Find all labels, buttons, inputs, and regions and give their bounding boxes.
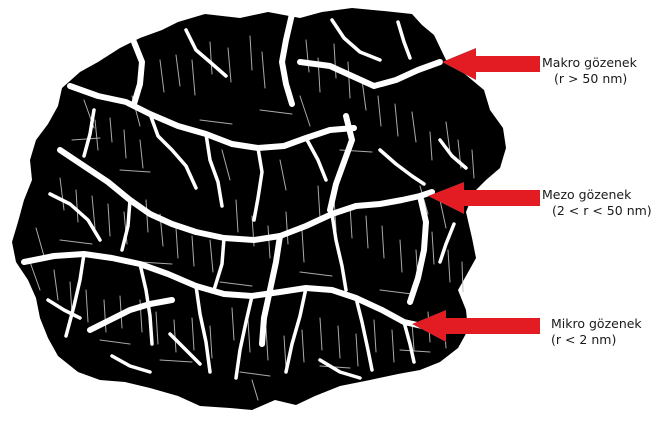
macro-pore-label: Makro gözenek (r > 50 nm) [542, 55, 637, 87]
macro-pore-range: (r > 50 nm) [542, 71, 637, 87]
macro-pore-title: Makro gözenek [542, 55, 637, 71]
meso-pore-title: Mezo gözenek [542, 187, 652, 203]
meso-pore-range: (2 < r < 50 nm) [542, 203, 652, 219]
porous-particle-body [12, 8, 506, 410]
micro-pore-range: (r < 2 nm) [551, 332, 642, 348]
micro-pore-label: Mikro gözenek (r < 2 nm) [551, 316, 642, 348]
micro-pore-title: Mikro gözenek [551, 316, 642, 332]
meso-pore-label: Mezo gözenek (2 < r < 50 nm) [542, 187, 652, 219]
